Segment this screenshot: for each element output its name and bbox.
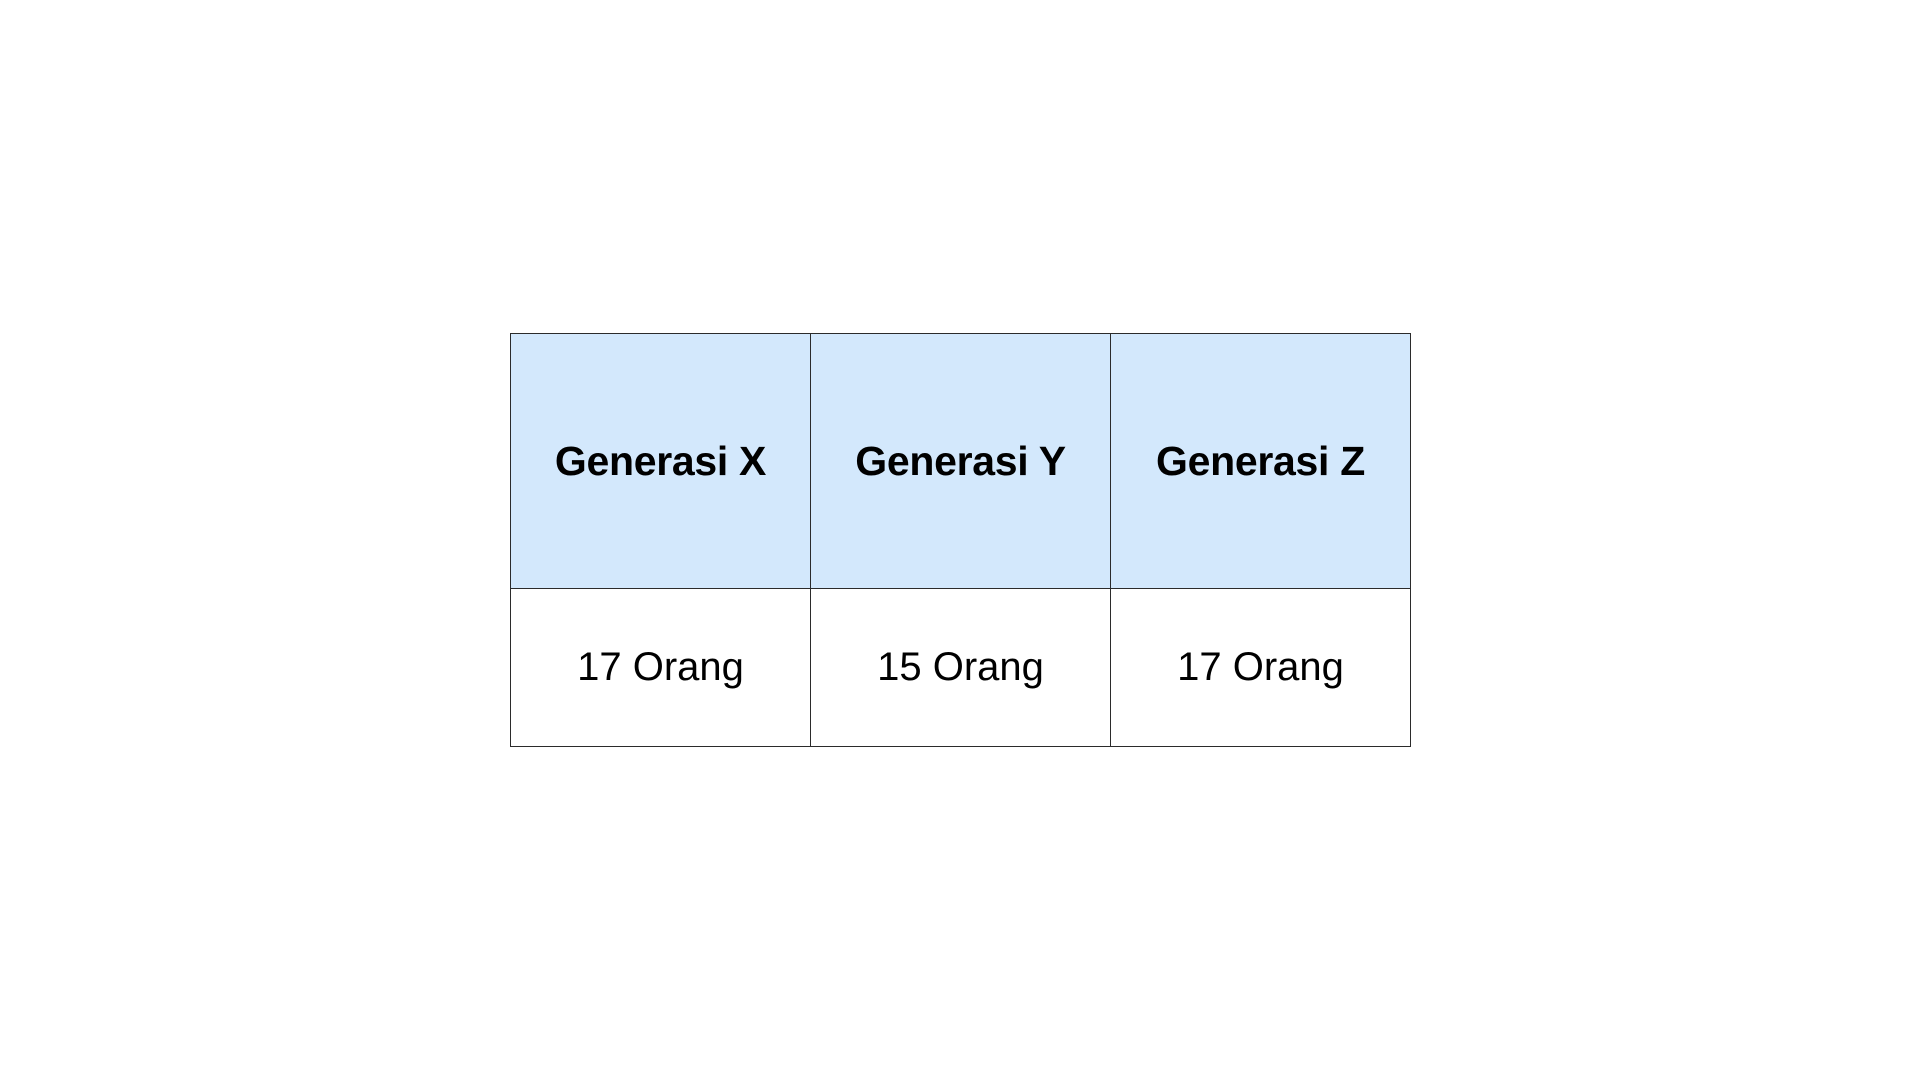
generation-count-table: Generasi X Generasi Y Generasi Z 17 Oran…: [510, 333, 1411, 747]
header-cell-generasi-x: Generasi X: [510, 333, 811, 589]
header-cell-generasi-z: Generasi Z: [1110, 333, 1411, 589]
cell-generasi-x-count: 17 Orang: [510, 588, 811, 747]
header-cell-generasi-y: Generasi Y: [810, 333, 1111, 589]
table-row: 17 Orang 15 Orang 17 Orang: [510, 588, 1411, 747]
cell-generasi-z-count: 17 Orang: [1110, 588, 1411, 747]
cell-generasi-y-count: 15 Orang: [810, 588, 1111, 747]
table-header-row: Generasi X Generasi Y Generasi Z: [510, 333, 1411, 589]
